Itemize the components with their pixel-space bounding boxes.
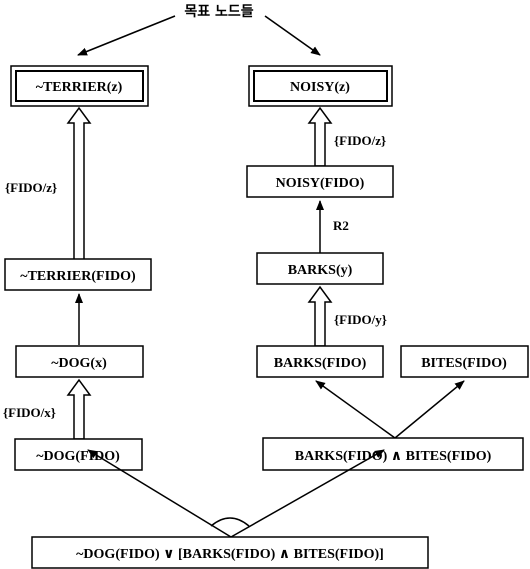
title-arrow-right	[264, 15, 321, 56]
node-terrier-fido-label: ~TERRIER(FIDO)	[20, 269, 136, 284]
node-barks-fido: BARKS(FIDO)	[256, 345, 384, 378]
edge-label-fido-y: {FIDO/y}	[334, 312, 387, 327]
goal-node-noisy-z: NOISY(z)	[248, 65, 393, 107]
node-barks-and-bites-label: BARKS(FIDO) ∧ BITES(FIDO)	[295, 449, 492, 464]
root-arrow-dog	[87, 449, 232, 538]
node-barks-y-label: BARKS(y)	[288, 263, 353, 278]
node-bites-fido: BITES(FIDO)	[400, 345, 529, 378]
match-arrow-noisy	[307, 106, 333, 167]
match-arrow-barks	[307, 285, 333, 347]
node-noisy-fido: NOISY(FIDO)	[246, 165, 394, 198]
node-root: ~DOG(FIDO) ∨ [BARKS(FIDO) ∧ BITES(FIDO)]	[31, 536, 429, 569]
and-connector-arc	[210, 517, 250, 527]
node-barks-and-bites: BARKS(FIDO) ∧ BITES(FIDO)	[262, 437, 524, 471]
node-root-label: ~DOG(FIDO) ∨ [BARKS(FIDO) ∧ BITES(FIDO)]	[76, 547, 384, 562]
match-arrow-terrier	[66, 106, 92, 261]
node-terrier-fido: ~TERRIER(FIDO)	[4, 258, 152, 291]
node-dog-x: ~DOG(x)	[15, 345, 144, 378]
goal-node-terrier-z-label: ~TERRIER(z)	[36, 80, 123, 95]
root-arrow-conj	[230, 449, 385, 538]
node-dog-x-label: ~DOG(x)	[51, 356, 107, 371]
node-dog-fido: ~DOG(FIDO)	[14, 438, 143, 471]
goal-node-terrier-z: ~TERRIER(z)	[10, 65, 149, 107]
edge-label-r2: R2	[333, 218, 349, 233]
node-bites-fido-label: BITES(FIDO)	[421, 356, 507, 371]
node-barks-y: BARKS(y)	[256, 252, 384, 285]
edge-label-fido-z-right: {FIDO/z}	[334, 133, 386, 148]
split-arrow-bites	[394, 380, 465, 439]
node-dog-fido-label: ~DOG(FIDO)	[36, 449, 120, 464]
match-arrow-dog	[66, 378, 92, 440]
goal-nodes-title: 목표 노드들	[184, 4, 253, 20]
edge-label-fido-x: {FIDO/x}	[3, 405, 56, 420]
node-noisy-fido-label: NOISY(FIDO)	[276, 176, 365, 191]
goal-node-noisy-z-label: NOISY(z)	[290, 80, 350, 95]
edge-label-fido-z-left: {FIDO/z}	[5, 180, 57, 195]
split-arrow-barks	[315, 380, 396, 439]
title-arrow-left	[77, 15, 176, 56]
node-barks-fido-label: BARKS(FIDO)	[274, 356, 367, 371]
